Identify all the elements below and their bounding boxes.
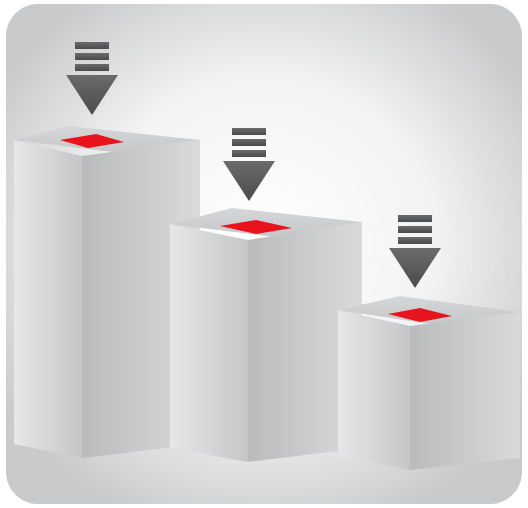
block-tall-left-face [14,140,82,458]
block-medium-left-face [170,224,248,462]
arrow-down-icon [223,128,275,201]
block-medium-right-face [248,222,362,462]
block-tall-red-marker [60,134,124,148]
block-short-left-face [338,310,410,470]
block-medium-red-marker [220,220,292,234]
block-short-right-face [410,312,520,470]
block-medium [170,208,362,462]
arrow-down-icon [66,42,118,115]
arrow-down-icon [389,215,441,288]
block-short [338,296,520,470]
block-short-red-marker [388,308,452,322]
